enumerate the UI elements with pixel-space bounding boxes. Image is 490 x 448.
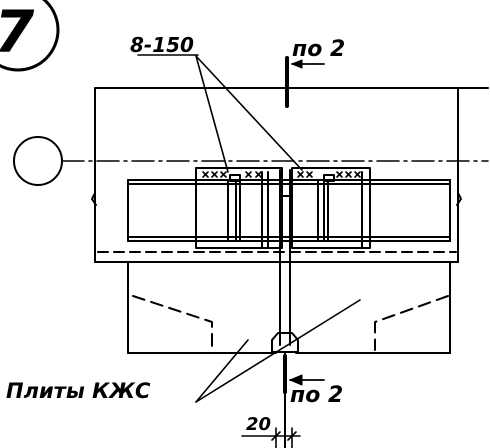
slab-leaders	[195, 299, 361, 403]
slab-haunch-lines	[132, 295, 449, 351]
rebar-crosses	[202, 171, 361, 178]
section-label-bottom: по 2	[290, 383, 343, 408]
detail-number-marker	[0, 0, 60, 72]
rebar-label: 8-150	[130, 33, 194, 57]
left-connection-plate	[195, 167, 283, 249]
rebar-leaders	[137, 54, 303, 173]
beam-outline	[91, 87, 489, 263]
detail-number: 7	[0, 0, 35, 66]
section-cut-bottom	[283, 354, 325, 394]
right-connection-plate	[291, 167, 371, 249]
section-label-top: по 2	[292, 37, 345, 62]
slab-label: Плиты КЖС	[6, 379, 151, 403]
slab-outline	[127, 261, 451, 354]
section-cut-top	[285, 56, 325, 108]
dimension-label: 20	[246, 414, 271, 435]
dimension-20	[241, 427, 301, 448]
axis-marker	[13, 136, 489, 186]
